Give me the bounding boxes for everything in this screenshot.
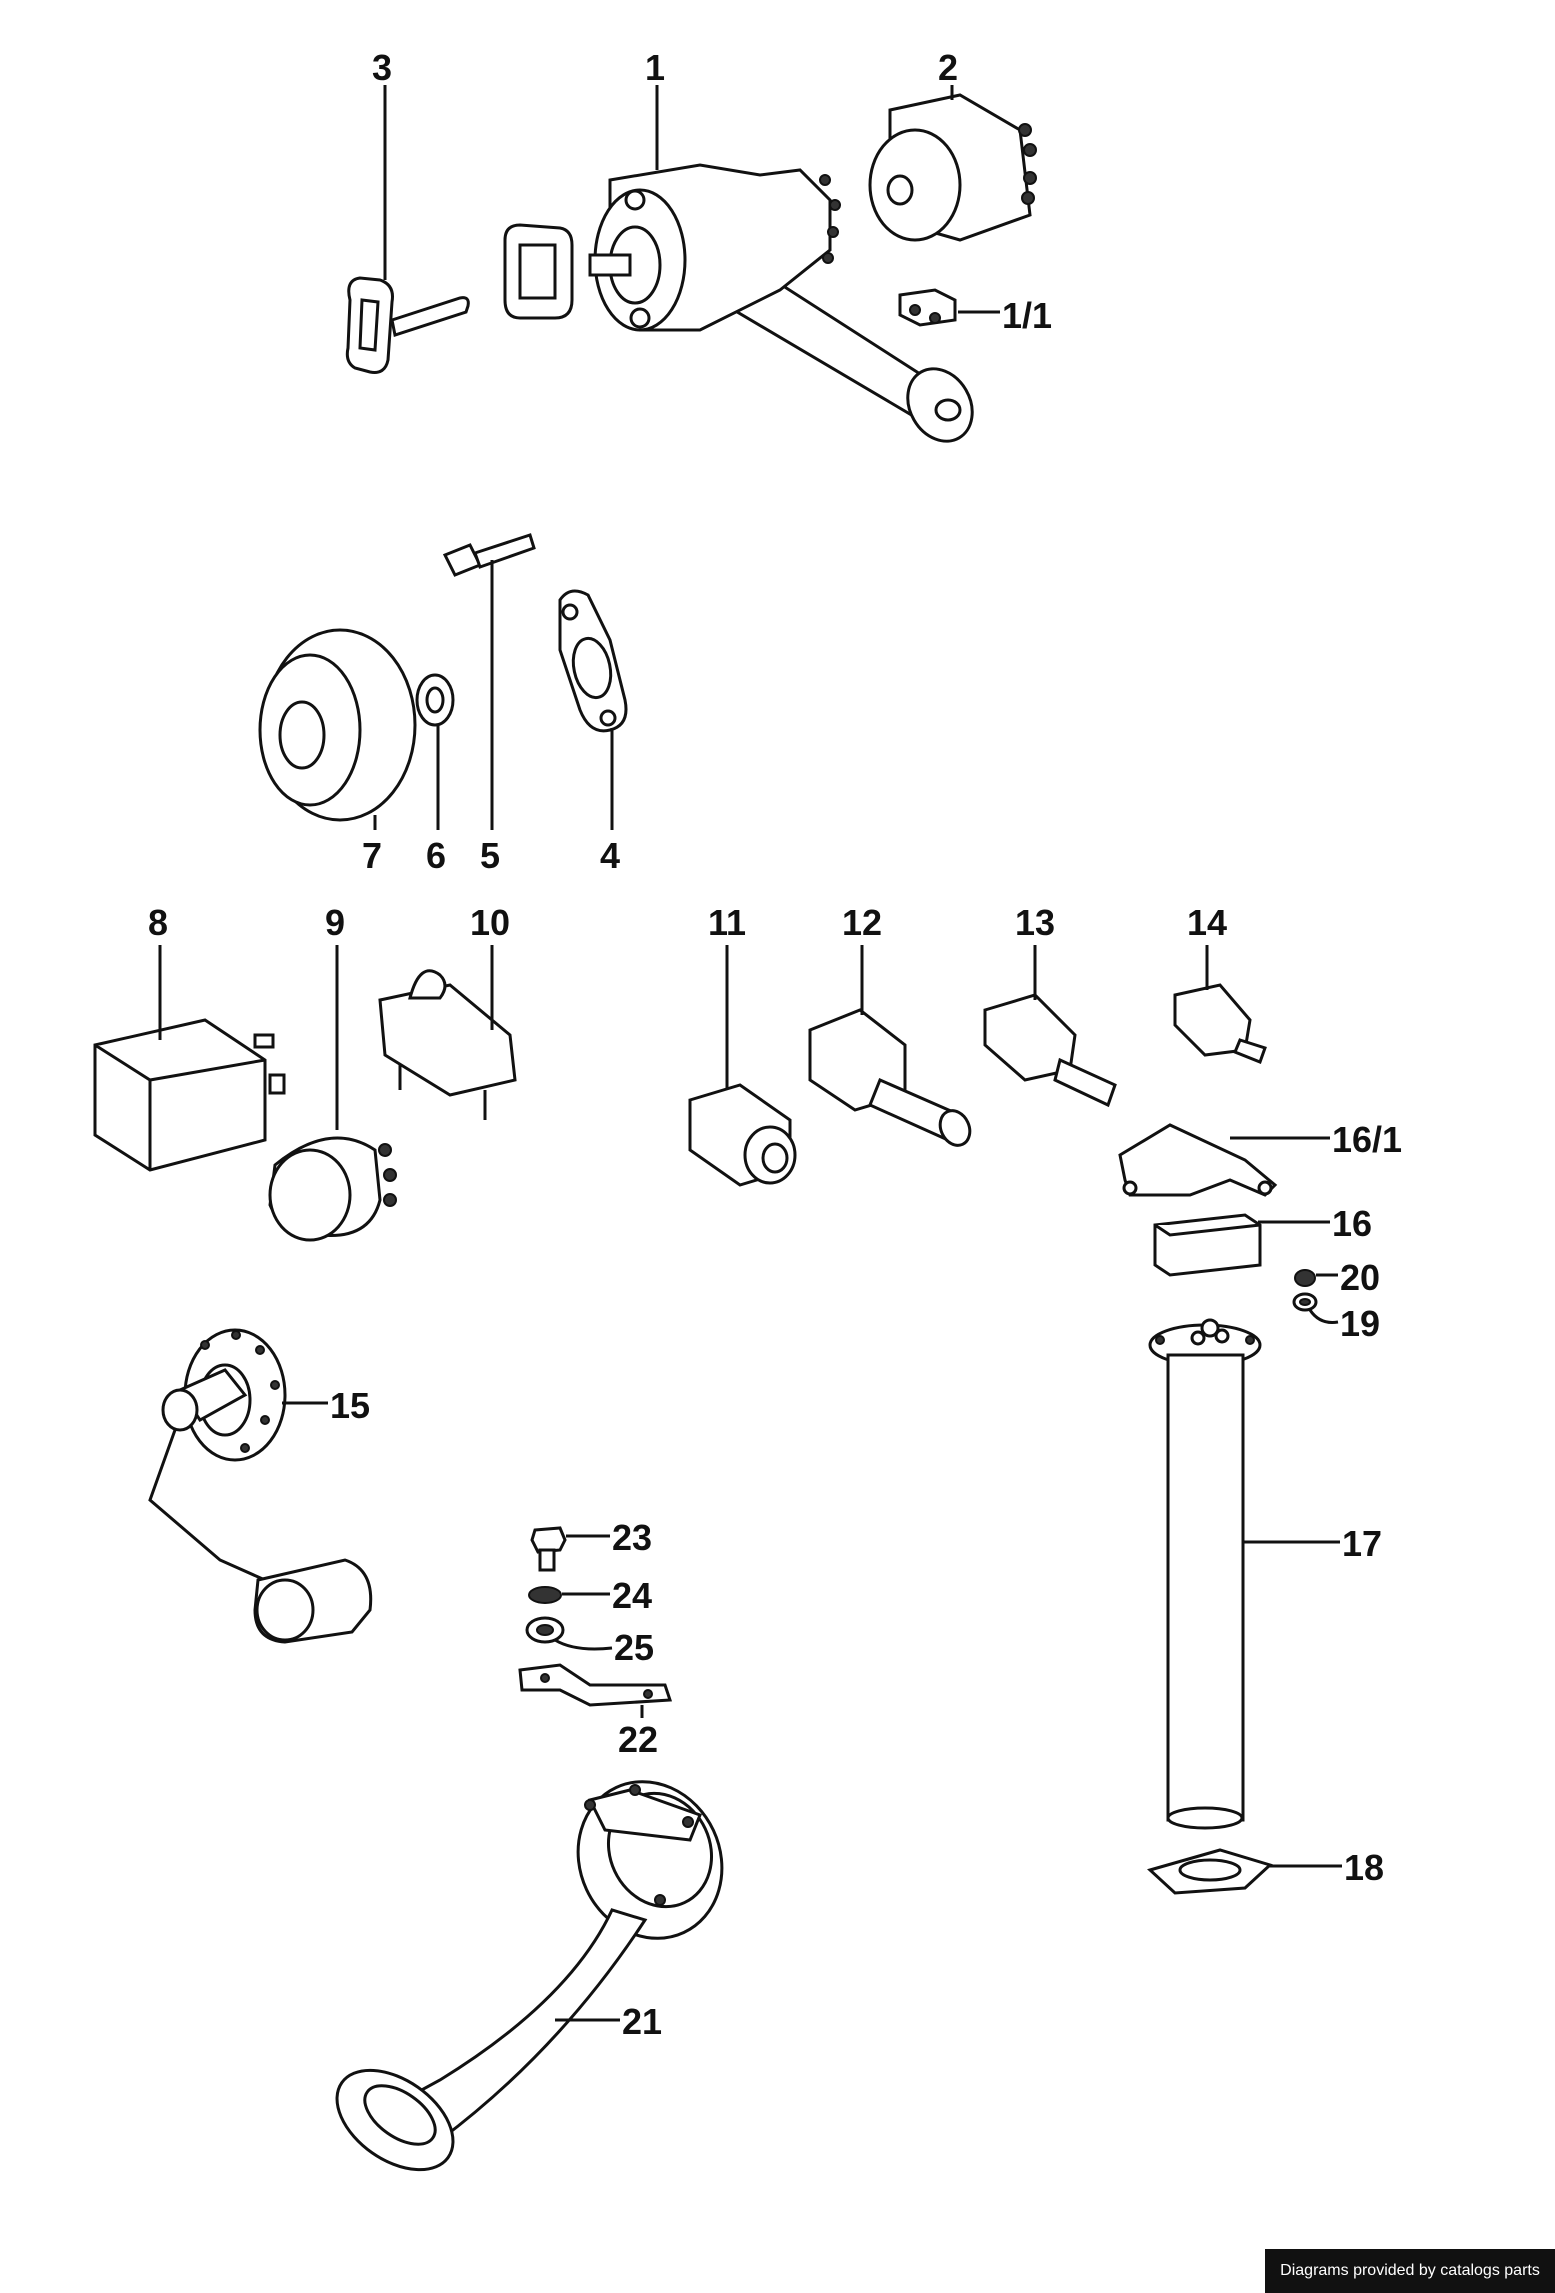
part-1-1-connector [898,288,957,327]
leader-25 [554,1638,613,1651]
callout-1-1: 1/1 [1002,295,1052,336]
callout-7: 7 [362,835,382,876]
part-23-bolt [530,1526,567,1572]
callout-4: 4 [600,835,620,876]
callout-12: 12 [842,902,882,943]
part-9-sensor [268,1136,397,1242]
callout-13: 13 [1015,902,1055,943]
part-6-washer [415,673,455,727]
part-10-micro-switch [378,969,517,1120]
callout-16: 16 [1332,1203,1372,1244]
footer-credit: Diagrams provided by catalogs parts [1265,2249,1555,2293]
callout-5: 5 [480,835,500,876]
part-2-lock-cylinder-housing [868,93,1037,242]
callout-23: 23 [612,1517,652,1558]
callout-1: 1 [645,47,665,88]
part-21-trumpet-horn [335,1780,724,2172]
part-25-washer [525,1616,565,1644]
part-8-relay [93,1018,286,1172]
callout-24: 24 [612,1575,652,1616]
callout-14: 14 [1187,902,1227,943]
part-15-tank-sender [148,1328,373,1644]
part-7-horn-disc [258,628,417,822]
part-1-ignition-lock [503,163,974,443]
part-5-bolt [442,533,536,577]
callout-25: 25 [614,1627,654,1668]
part-11-pressure-switch [688,1083,797,1187]
callout-19: 19 [1340,1303,1380,1344]
part-13-sender [983,993,1117,1108]
callout-10: 10 [470,902,510,943]
callout-6: 6 [426,835,446,876]
part-3-key [345,276,470,374]
part-22-mounting-bracket [518,1663,673,1707]
callout-21: 21 [622,2001,662,2042]
callout-8: 8 [148,902,168,943]
part-19-washer [1292,1292,1318,1312]
callout-11: 11 [708,902,746,943]
callout-15: 15 [330,1385,370,1426]
part-18-seal-ring [1147,1848,1273,1895]
part-12-temp-sender [808,1008,972,1147]
leader-19 [1308,1309,1339,1324]
part-16-1-bracket [1118,1123,1278,1197]
part-24-spring-washer [528,1586,562,1604]
callout-9: 9 [325,902,345,943]
part-14-switch [1173,983,1267,1064]
part-16-cap [1153,1213,1262,1277]
callout-18: 18 [1344,1847,1384,1888]
callout-22: 22 [618,1719,658,1760]
callout-2: 2 [938,47,958,88]
part-20-nut [1294,1269,1316,1287]
callout-3: 3 [372,47,392,88]
part-4-gasket [558,589,628,733]
callout-16-1: 16/1 [1332,1119,1402,1160]
callout-17: 17 [1342,1523,1382,1564]
callout-20: 20 [1340,1257,1380,1298]
part-17-level-sender-tube [1148,1318,1262,1830]
